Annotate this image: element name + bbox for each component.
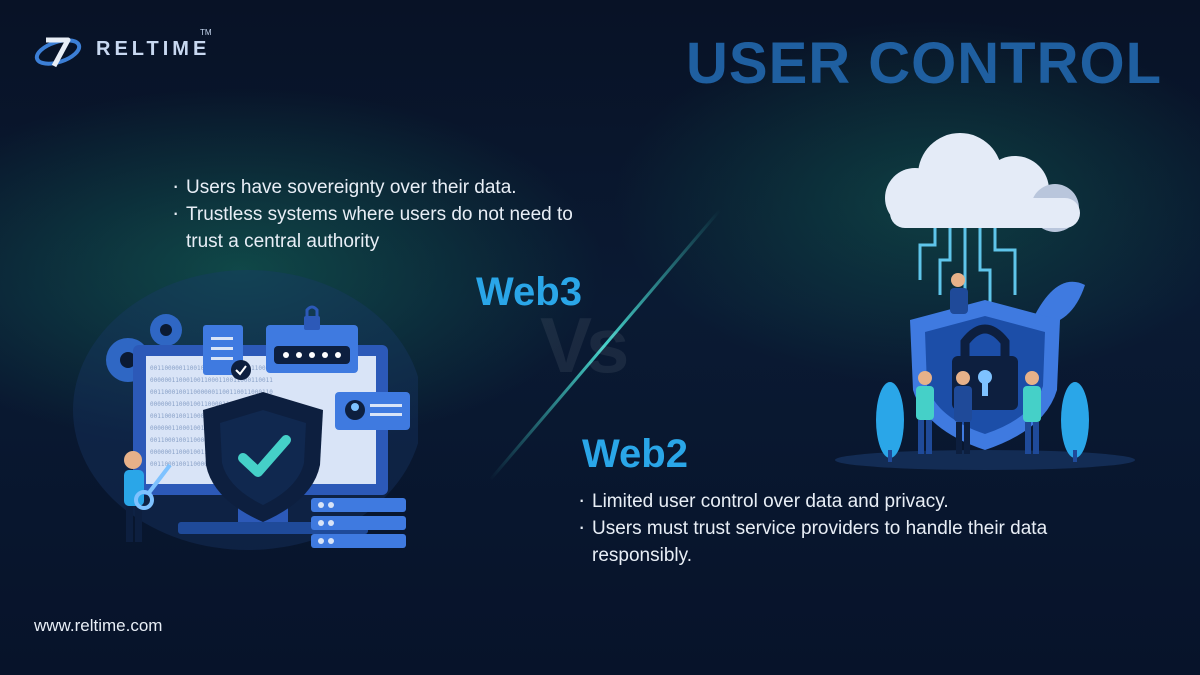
web2-bullet: Users must trust service providers to ha… [578, 513, 1058, 569]
website-link[interactable]: www.reltime.com [34, 616, 163, 635]
svg-text:001100010011000000110011001100: 0011000100110000001100110011000110 [150, 389, 273, 396]
security-shield-illustration: 0011000001100100110011000000110011 00000… [73, 270, 418, 550]
web3-bullet: Users have sovereignty over their data. [172, 172, 592, 201]
trademark-mark: TM [200, 28, 212, 37]
cloud-padlock-illustration [835, 133, 1135, 470]
web2-heading: Web2 [582, 432, 688, 476]
page-title: USER CONTROL [686, 31, 1162, 96]
brand-name: RELTIME [96, 38, 211, 60]
divider-slash [488, 209, 722, 481]
svg-text:000000110001001100001100110011: 0000001100010011000011001100110010 [150, 401, 273, 408]
web3-heading: Web3 [476, 270, 582, 314]
reltime-logo-icon [34, 37, 82, 68]
web3-bullet: Trustless systems where users do not nee… [172, 199, 592, 255]
cloud-icon [885, 133, 1080, 232]
web2-bullet: Limited user control over data and priva… [578, 486, 1058, 515]
web2-bullet-list: Limited user control over data and priva… [578, 486, 1058, 569]
vs-watermark: Vs [540, 301, 629, 389]
web3-bullet-list: Users have sovereignty over their data. … [172, 172, 592, 255]
svg-text:000000110001001100011001100011: 0000001100010011000110011000110011 [150, 377, 273, 384]
